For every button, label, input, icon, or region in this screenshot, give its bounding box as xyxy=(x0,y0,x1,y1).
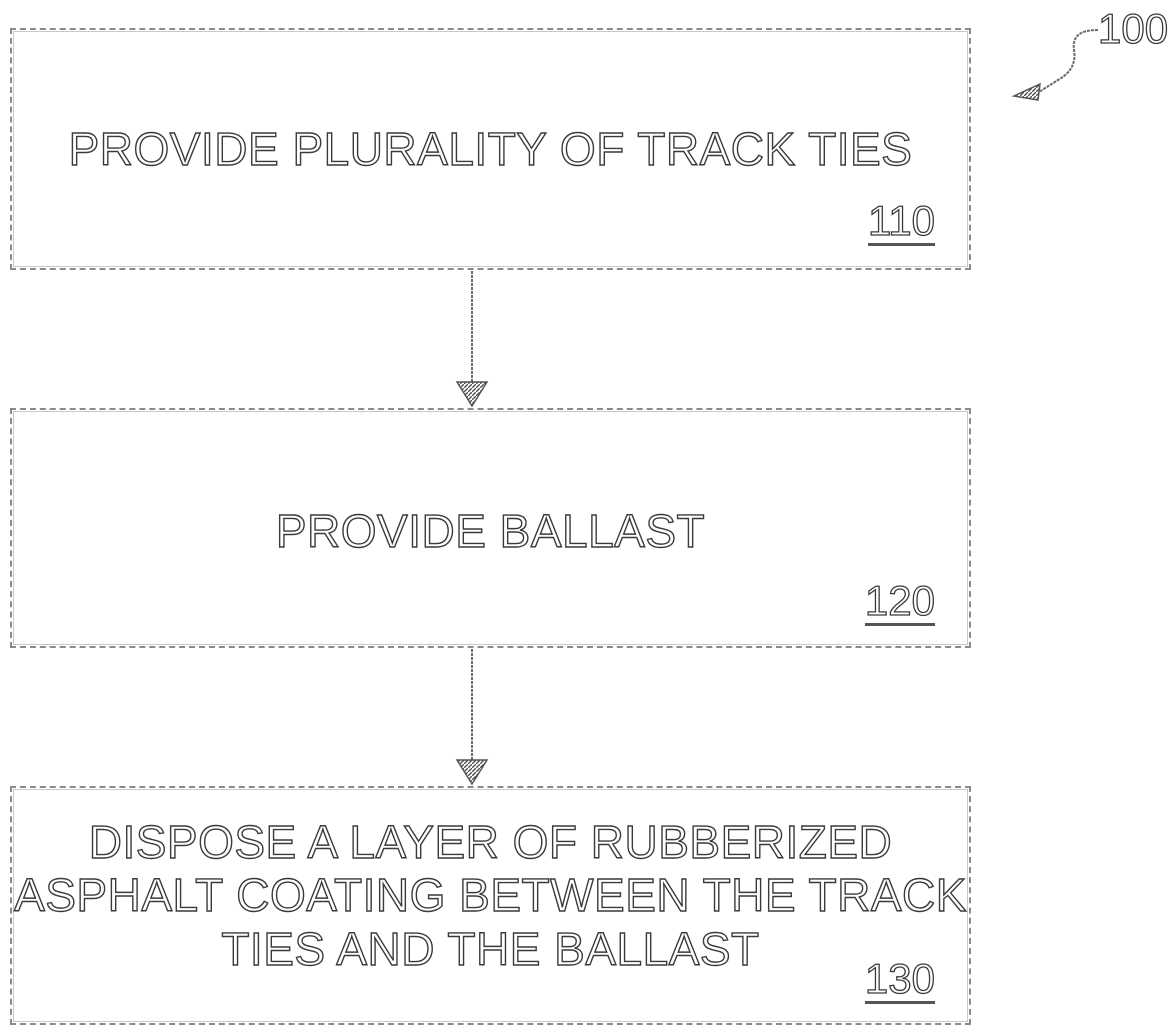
step-text: PROVIDE BALLAST xyxy=(12,506,969,558)
step-text-line: ASPHALT COATING BETWEEN THE TRACK xyxy=(12,869,969,922)
step-text-line: DISPOSE A LAYER OF RUBBERIZED xyxy=(12,816,969,869)
step-text-line: TIES AND THE BALLAST xyxy=(12,923,969,976)
step-box-provide-track-ties: PROVIDE PLURALITY OF TRACK TIES 110 xyxy=(10,28,971,270)
step-reference-number: 110 xyxy=(868,200,935,246)
step-box-provide-ballast: PROVIDE BALLAST 120 xyxy=(10,408,971,648)
arrow-120-to-130 xyxy=(457,649,487,784)
step-text-line: PROVIDE BALLAST xyxy=(12,506,969,558)
arrow-110-to-120 xyxy=(457,271,487,406)
step-reference-number: 120 xyxy=(865,580,935,626)
step-reference-number: 130 xyxy=(865,958,935,1004)
step-text: PROVIDE PLURALITY OF TRACK TIES xyxy=(12,124,969,176)
step-text-line: PROVIDE PLURALITY OF TRACK TIES xyxy=(12,124,969,176)
figure-reference-number: 100 xyxy=(1098,8,1168,50)
step-box-dispose-asphalt-layer: DISPOSE A LAYER OF RUBBERIZED ASPHALT CO… xyxy=(10,786,971,1025)
figure-leader-arrow xyxy=(1014,30,1098,100)
step-text: DISPOSE A LAYER OF RUBBERIZED ASPHALT CO… xyxy=(12,816,969,976)
